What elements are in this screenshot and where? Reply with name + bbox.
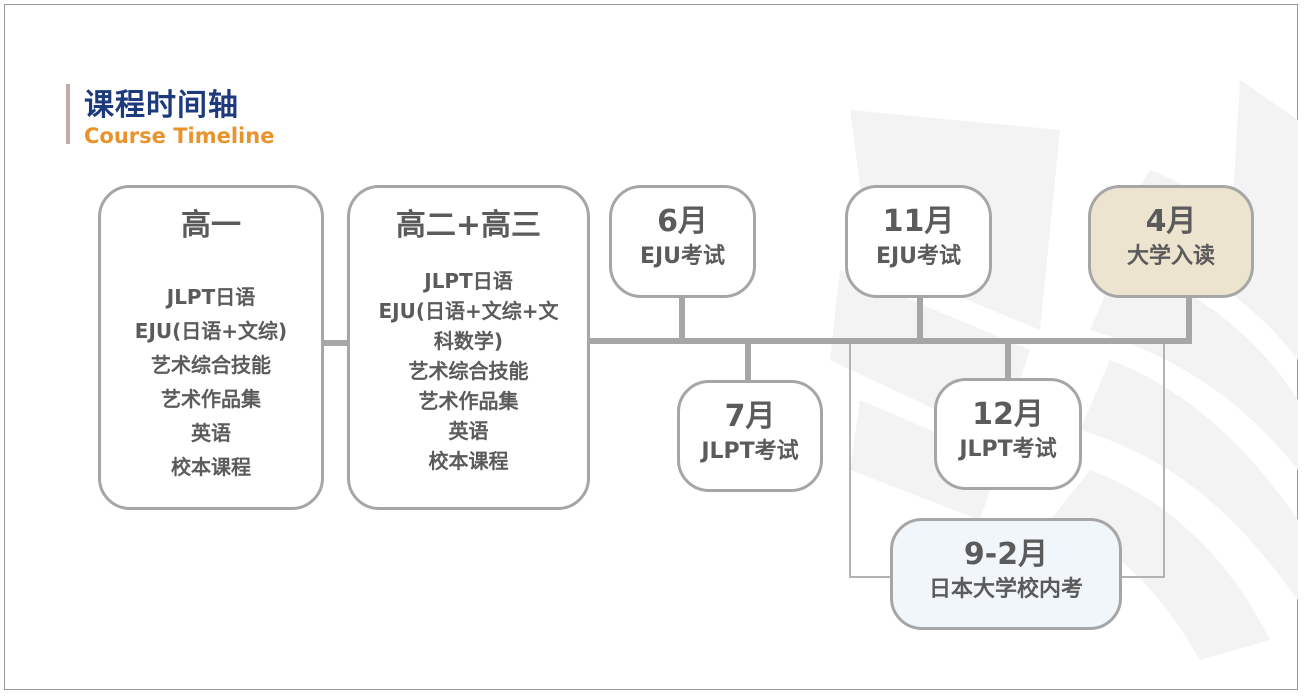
timeline-axis (588, 338, 1192, 344)
event-month: 12月 (972, 397, 1044, 432)
tick-dec (1005, 342, 1011, 382)
course-item: 科数学) (433, 329, 504, 353)
course-item: 校本课程 (171, 455, 251, 479)
course-item: JLPT日语 (166, 285, 256, 309)
event-school-exam: 9-2月 日本大学校内考 (890, 518, 1122, 630)
event-eju-nov: 11月 EJU考试 (845, 185, 992, 298)
event-label: JLPT考试 (959, 437, 1057, 462)
page-title: 课程时间轴 (84, 88, 239, 123)
event-month: 11月 (882, 204, 955, 239)
event-univ-entry: 4月 大学入读 (1088, 185, 1254, 298)
course-item: EJU(日语+文综+文 (378, 299, 559, 323)
tick-june (679, 298, 685, 340)
stage-box-grade2-3: 高二+高三 JLPT日语 EJU(日语+文综+文 科数学) 艺术综合技能 艺术作… (347, 185, 590, 510)
course-item: EJU(日语+文综) (134, 319, 288, 343)
course-item: 英语 (448, 419, 489, 443)
event-jlpt-dec: 12月 JLPT考试 (934, 378, 1082, 490)
stage-heading: 高二+高三 (395, 208, 542, 243)
bracket-left (849, 344, 851, 578)
course-item: 艺术综合技能 (151, 353, 271, 377)
event-label: EJU考试 (639, 244, 726, 269)
bracket-bottom-left (849, 576, 893, 578)
event-label: JLPT考试 (701, 439, 799, 464)
stage-heading: 高一 (181, 208, 241, 243)
event-month: 4月 (1145, 204, 1197, 239)
course-item: 艺术作品集 (418, 389, 519, 413)
course-item: 校本课程 (428, 449, 509, 473)
event-jlpt-july: 7月 JLPT考试 (677, 380, 823, 492)
timeline-connector-stage1-stage2 (322, 340, 350, 346)
bracket-bottom-right (1120, 576, 1165, 578)
tick-apr (1186, 298, 1192, 342)
tick-july (745, 342, 751, 382)
event-label: 大学入读 (1126, 244, 1215, 269)
event-month: 7月 (724, 399, 776, 434)
course-item: 英语 (191, 421, 231, 445)
stage-box-grade1: 高一 JLPT日语 EJU(日语+文综) 艺术综合技能 艺术作品集 英语 校本课… (98, 185, 324, 510)
tick-nov (917, 298, 923, 340)
course-item: 艺术作品集 (161, 387, 261, 411)
bracket-right (1163, 344, 1165, 578)
page-subtitle: Course Timeline (84, 124, 275, 148)
event-month: 6月 (657, 204, 708, 239)
title-accent-bar (66, 84, 70, 144)
course-item: JLPT日语 (424, 269, 513, 293)
event-month: 9-2月 (963, 537, 1049, 572)
event-label: EJU考试 (875, 244, 962, 269)
course-item: 艺术综合技能 (408, 359, 529, 383)
event-eju-june: 6月 EJU考试 (609, 185, 756, 298)
event-label: 日本大学校内考 (928, 577, 1083, 602)
